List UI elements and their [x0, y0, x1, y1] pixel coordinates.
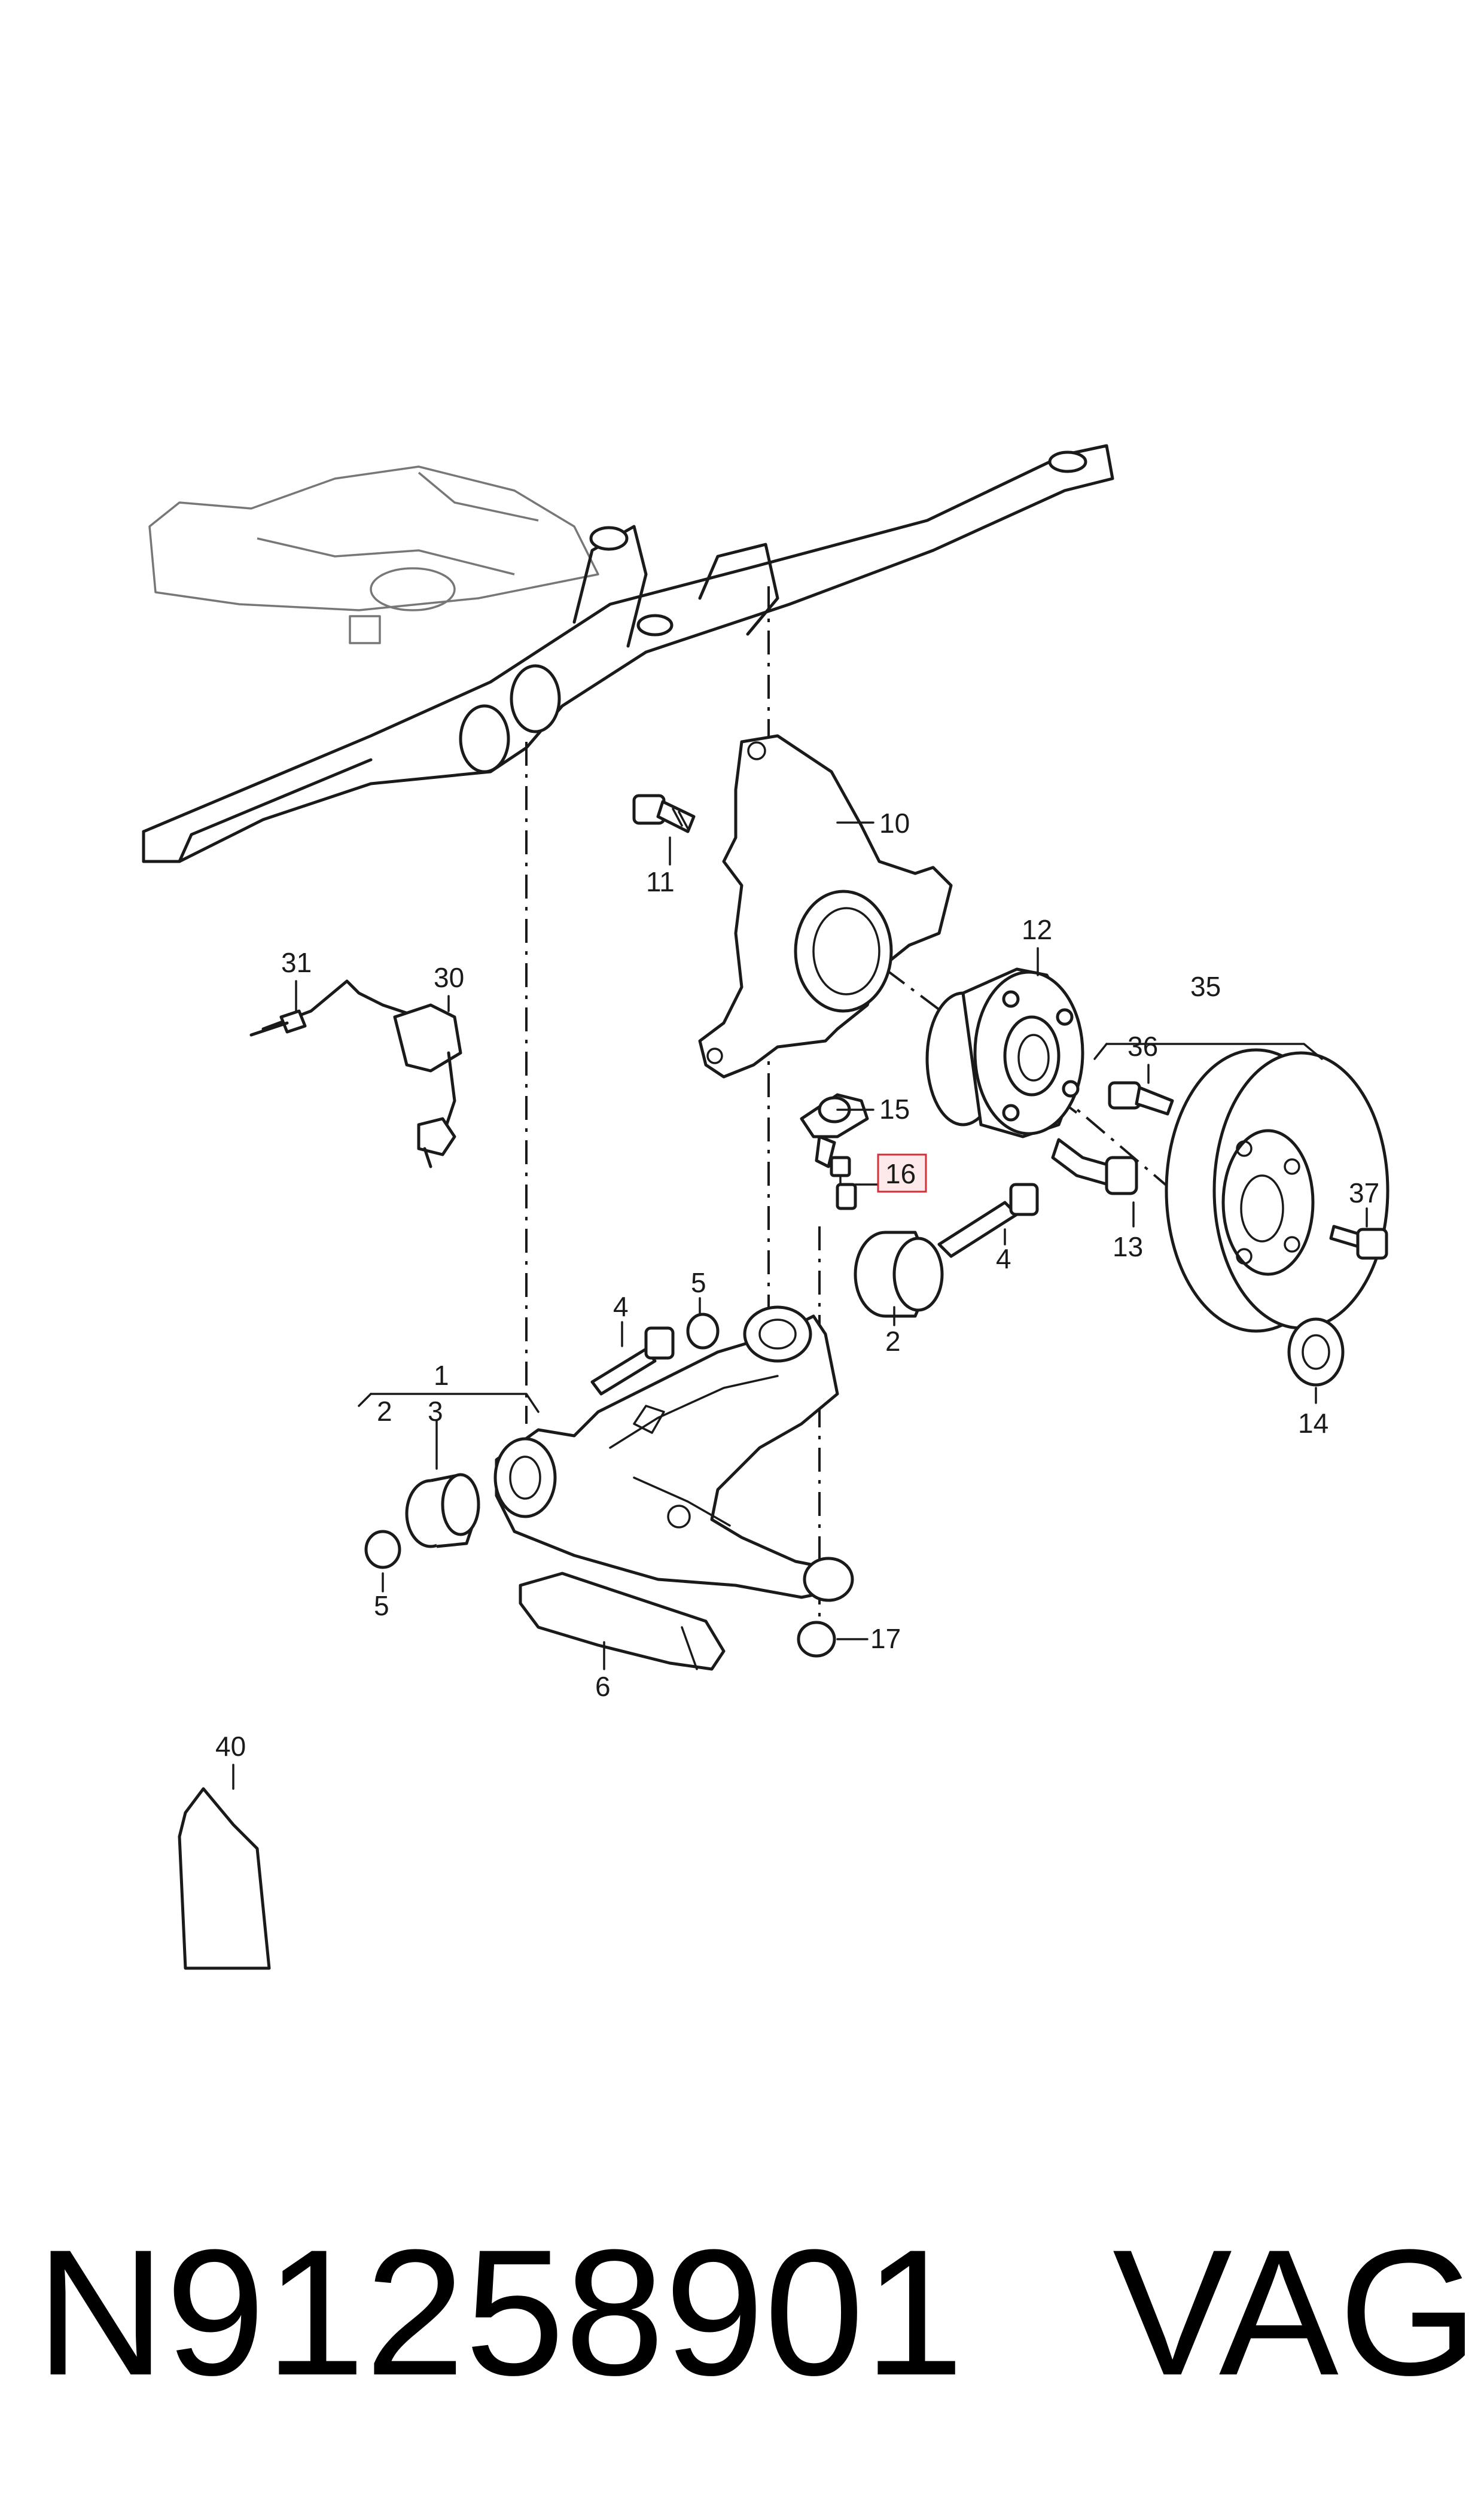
- bolt-4-right: [937, 1183, 1039, 1258]
- callout-14[interactable]: 14: [1298, 1408, 1328, 1439]
- nut-17: [797, 1621, 836, 1658]
- callout-2-left[interactable]: 2: [377, 1396, 392, 1427]
- nut-5-top: [686, 1313, 720, 1350]
- callout-5-bottom[interactable]: 5: [374, 1590, 389, 1621]
- subframe: [142, 444, 1114, 863]
- callout-37[interactable]: 37: [1349, 1177, 1379, 1208]
- bolt-11: [632, 794, 696, 833]
- callout-5-top[interactable]: 5: [691, 1267, 706, 1298]
- level-sender: [249, 979, 462, 1168]
- callout-12[interactable]: 12: [1022, 914, 1052, 945]
- wheel-bearing-housing: [698, 734, 953, 1079]
- callout-40[interactable]: 40: [215, 1731, 246, 1762]
- nut-14: [1287, 1317, 1345, 1387]
- callout-6[interactable]: 6: [595, 1671, 611, 1702]
- bushing-2: [854, 1231, 944, 1318]
- callout-35[interactable]: 35: [1190, 971, 1221, 1002]
- nut-5-bottom: [364, 1530, 401, 1569]
- callout-4-left[interactable]: 4: [613, 1291, 629, 1322]
- callout-17[interactable]: 17: [870, 1623, 901, 1654]
- wheel-hub: [925, 967, 1084, 1138]
- callout-3[interactable]: 3: [428, 1396, 443, 1427]
- callout-10[interactable]: 10: [879, 808, 910, 839]
- callout-16-highlight: [877, 1153, 927, 1193]
- callout-30[interactable]: 30: [434, 962, 464, 993]
- ball-joint: [800, 1093, 869, 1210]
- callout-16[interactable]: 16: [885, 1158, 916, 1189]
- callout-36[interactable]: 36: [1128, 1031, 1158, 1062]
- bolt-37: [1329, 1225, 1388, 1260]
- cover-6: [519, 1572, 726, 1671]
- callout-31[interactable]: 31: [281, 947, 312, 978]
- part-number: N91258901: [36, 2212, 964, 2413]
- brand-label: VAG: [1113, 2212, 1479, 2413]
- brake-disc: [1165, 1048, 1389, 1333]
- callout-4-right[interactable]: 4: [996, 1243, 1011, 1274]
- track-control-arm: [493, 1305, 854, 1602]
- callout-1[interactable]: 1: [434, 1360, 449, 1391]
- bolt-36: [1108, 1081, 1174, 1116]
- bolt-4-left: [590, 1326, 675, 1396]
- leader-lines: [232, 821, 1368, 1790]
- callout-15[interactable]: 15: [879, 1094, 910, 1125]
- bolt-13: [1051, 1138, 1138, 1195]
- callout-labels: 10 11 12 35 36 37 13 14 15 16 4 2 5 4 1 …: [215, 808, 1379, 1762]
- callout-2-right[interactable]: 2: [885, 1326, 901, 1357]
- callout-11[interactable]: 11: [646, 866, 675, 897]
- bushing-3: [405, 1473, 480, 1548]
- callout-13[interactable]: 13: [1113, 1231, 1143, 1262]
- grease-tube: [178, 1787, 271, 1970]
